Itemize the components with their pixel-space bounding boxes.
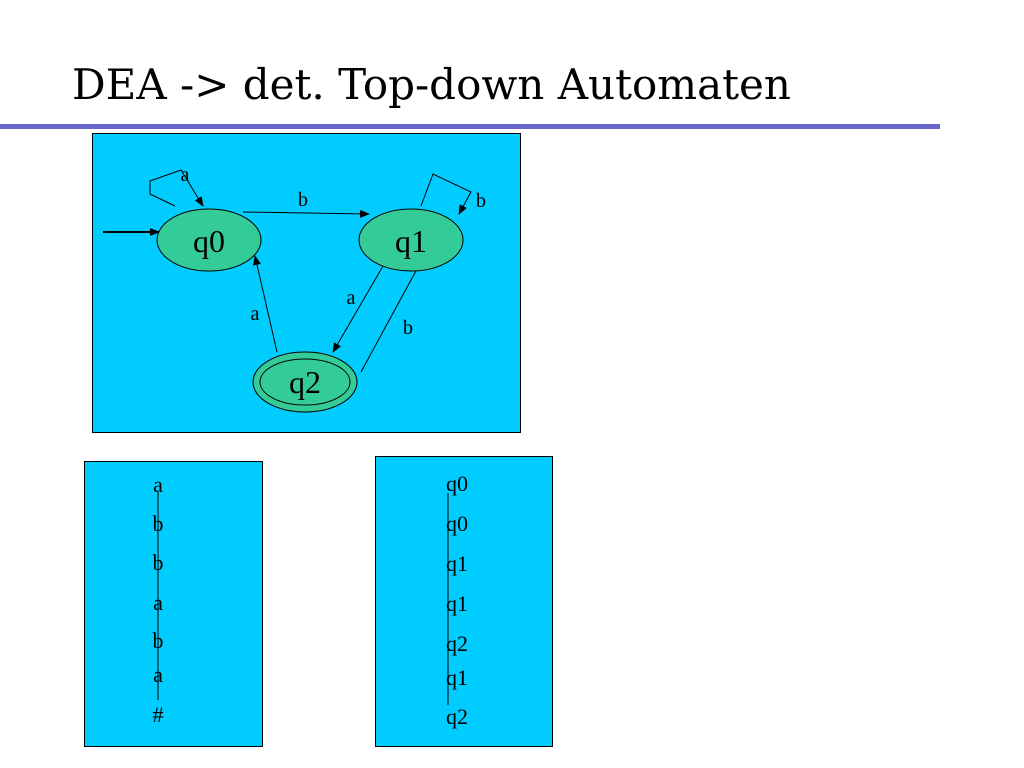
automaton-diagram-panel: a b b a b a q0 q1 q2 (92, 133, 521, 433)
transition-q1-q1 (420, 173, 472, 215)
run-tree-panel: q0 q0 q1 q1 q2 q1 q2 (375, 456, 553, 747)
slide-title: DEA -> det. Top-down Automaten (72, 60, 791, 109)
state-label-q1: q1 (395, 223, 427, 259)
automaton-diagram: a b b a b a q0 q1 q2 (103, 164, 486, 413)
input-node: a (153, 662, 163, 687)
transition-label-q1-q2: a (347, 287, 356, 309)
transition-q0-q1 (242, 209, 370, 218)
title-divider (0, 124, 940, 129)
run-node: q0 (446, 511, 468, 536)
transition-q0-q0 (149, 169, 204, 207)
run-node: q0 (446, 471, 468, 496)
transition-label-q2-q1: b (403, 317, 413, 339)
state-label-q2: q2 (289, 364, 321, 400)
input-node: b (153, 511, 164, 536)
run-tree: q0 q0 q1 q1 q2 q1 q2 (446, 471, 468, 729)
run-node: q1 (446, 591, 468, 616)
input-node: # (153, 702, 164, 727)
run-node: q1 (446, 665, 468, 690)
transition-q2-q0 (253, 255, 278, 353)
run-node: q1 (446, 551, 468, 576)
run-node: q2 (446, 631, 468, 656)
state-q2 (259, 358, 351, 406)
transition-label-q0-q0: a (181, 164, 190, 186)
input-tree: a b b a b a # (153, 472, 164, 727)
input-tree-panel: a b b a b a # (84, 461, 263, 747)
transition-label-q1-q1: b (476, 190, 486, 212)
input-node: a (153, 472, 163, 497)
state-label-q0: q0 (193, 223, 225, 259)
state-q0 (156, 208, 262, 272)
transition-q1-q2 (332, 265, 384, 353)
transition-q2-q1 (360, 257, 424, 373)
input-node: b (153, 628, 164, 653)
state-q1 (358, 208, 464, 272)
input-node: b (153, 550, 164, 575)
transition-label-q2-q0: a (251, 303, 260, 325)
input-node: a (153, 590, 163, 615)
transition-label-q0-q1: b (298, 189, 308, 211)
run-node: q2 (446, 704, 468, 729)
